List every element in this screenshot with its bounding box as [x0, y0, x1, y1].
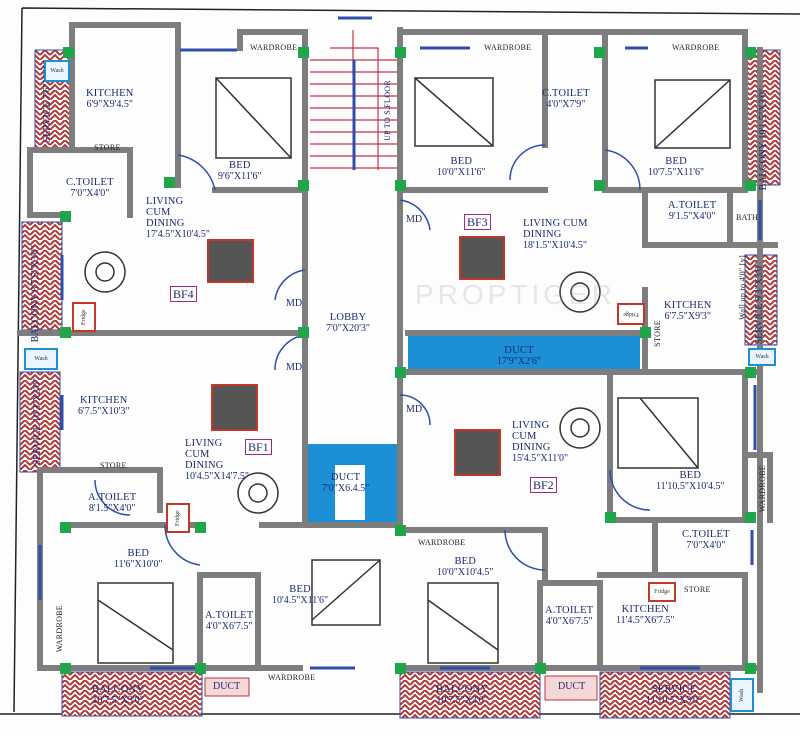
bf1-wardrobe1-label: WARDROBE: [55, 605, 64, 653]
bf3-fridge: Fridge: [617, 303, 645, 325]
windows: [38, 16, 762, 670]
watermark: PROPTIGER: [415, 279, 616, 310]
bf2-wash: Wash: [730, 678, 754, 712]
bf3-wall-note: Wall up to 4'0" [v]: [738, 255, 747, 320]
main-duct-fill: [408, 334, 640, 372]
bf2-duct-label: DUCT: [558, 681, 586, 692]
bf1-duct-label: DUCT: [213, 681, 241, 692]
bf3-service-label: SERVICE 9'3"X3'0": [754, 262, 765, 345]
bf3-store-label: STORE: [653, 320, 662, 347]
bf2-md-label: MD: [406, 404, 423, 415]
bf4-balcony-label: BALCONY 8'7.5"X3'0": [30, 245, 41, 343]
unit-tag-bf1: BF1: [245, 439, 272, 455]
bf1-md-label: MD: [286, 362, 303, 373]
doors: [94, 144, 651, 571]
bf3-wardrobe2-label: WARDROBE: [672, 43, 720, 52]
columns: [60, 47, 756, 674]
bf2-wardrobe1-label: WARDROBE: [758, 465, 767, 513]
bf2-fridge: Fridge: [648, 582, 676, 602]
bf3-bath-label: BATH: [736, 213, 759, 222]
furniture: [84, 77, 731, 664]
bf2-store-label: STORE: [684, 585, 711, 594]
bf2-wardrobe2-label: WARDROBE: [418, 538, 466, 547]
stairs-label: UP TO S.FLOOR: [383, 80, 392, 141]
bf4-store-label: STORE: [94, 143, 121, 152]
bf1-fridge: Fridge: [166, 503, 190, 533]
bf1-wash: Wash: [24, 348, 58, 370]
bf4-wash: Wash: [44, 60, 70, 82]
rugs: [207, 236, 505, 476]
unit-tag-bf4: BF4: [170, 286, 197, 302]
bf1-store-label: STORE: [100, 461, 127, 470]
bf4-wardrobe-label: WARDROBE: [250, 43, 298, 52]
bf3-wash: Wash: [748, 348, 776, 366]
staircase: [310, 30, 398, 170]
unit-tag-bf3: BF3: [464, 214, 491, 230]
unit-tag-bf2: BF2: [530, 477, 557, 493]
bf1-wardrobe2-label: WARDROBE: [268, 673, 316, 682]
bf3-wardrobe1-label: WARDROBE: [484, 43, 532, 52]
bf3-md-label: MD: [406, 214, 423, 225]
walls: [17, 22, 778, 693]
bf4-fridge: Fridge: [72, 302, 96, 332]
bf1-service-label: SERVICE 10'3"X3'0": [32, 378, 43, 466]
bf3-balcony-label: BALCONY 10'1.5"X3'0": [758, 88, 769, 191]
bf4-md-label: MD: [286, 298, 303, 309]
